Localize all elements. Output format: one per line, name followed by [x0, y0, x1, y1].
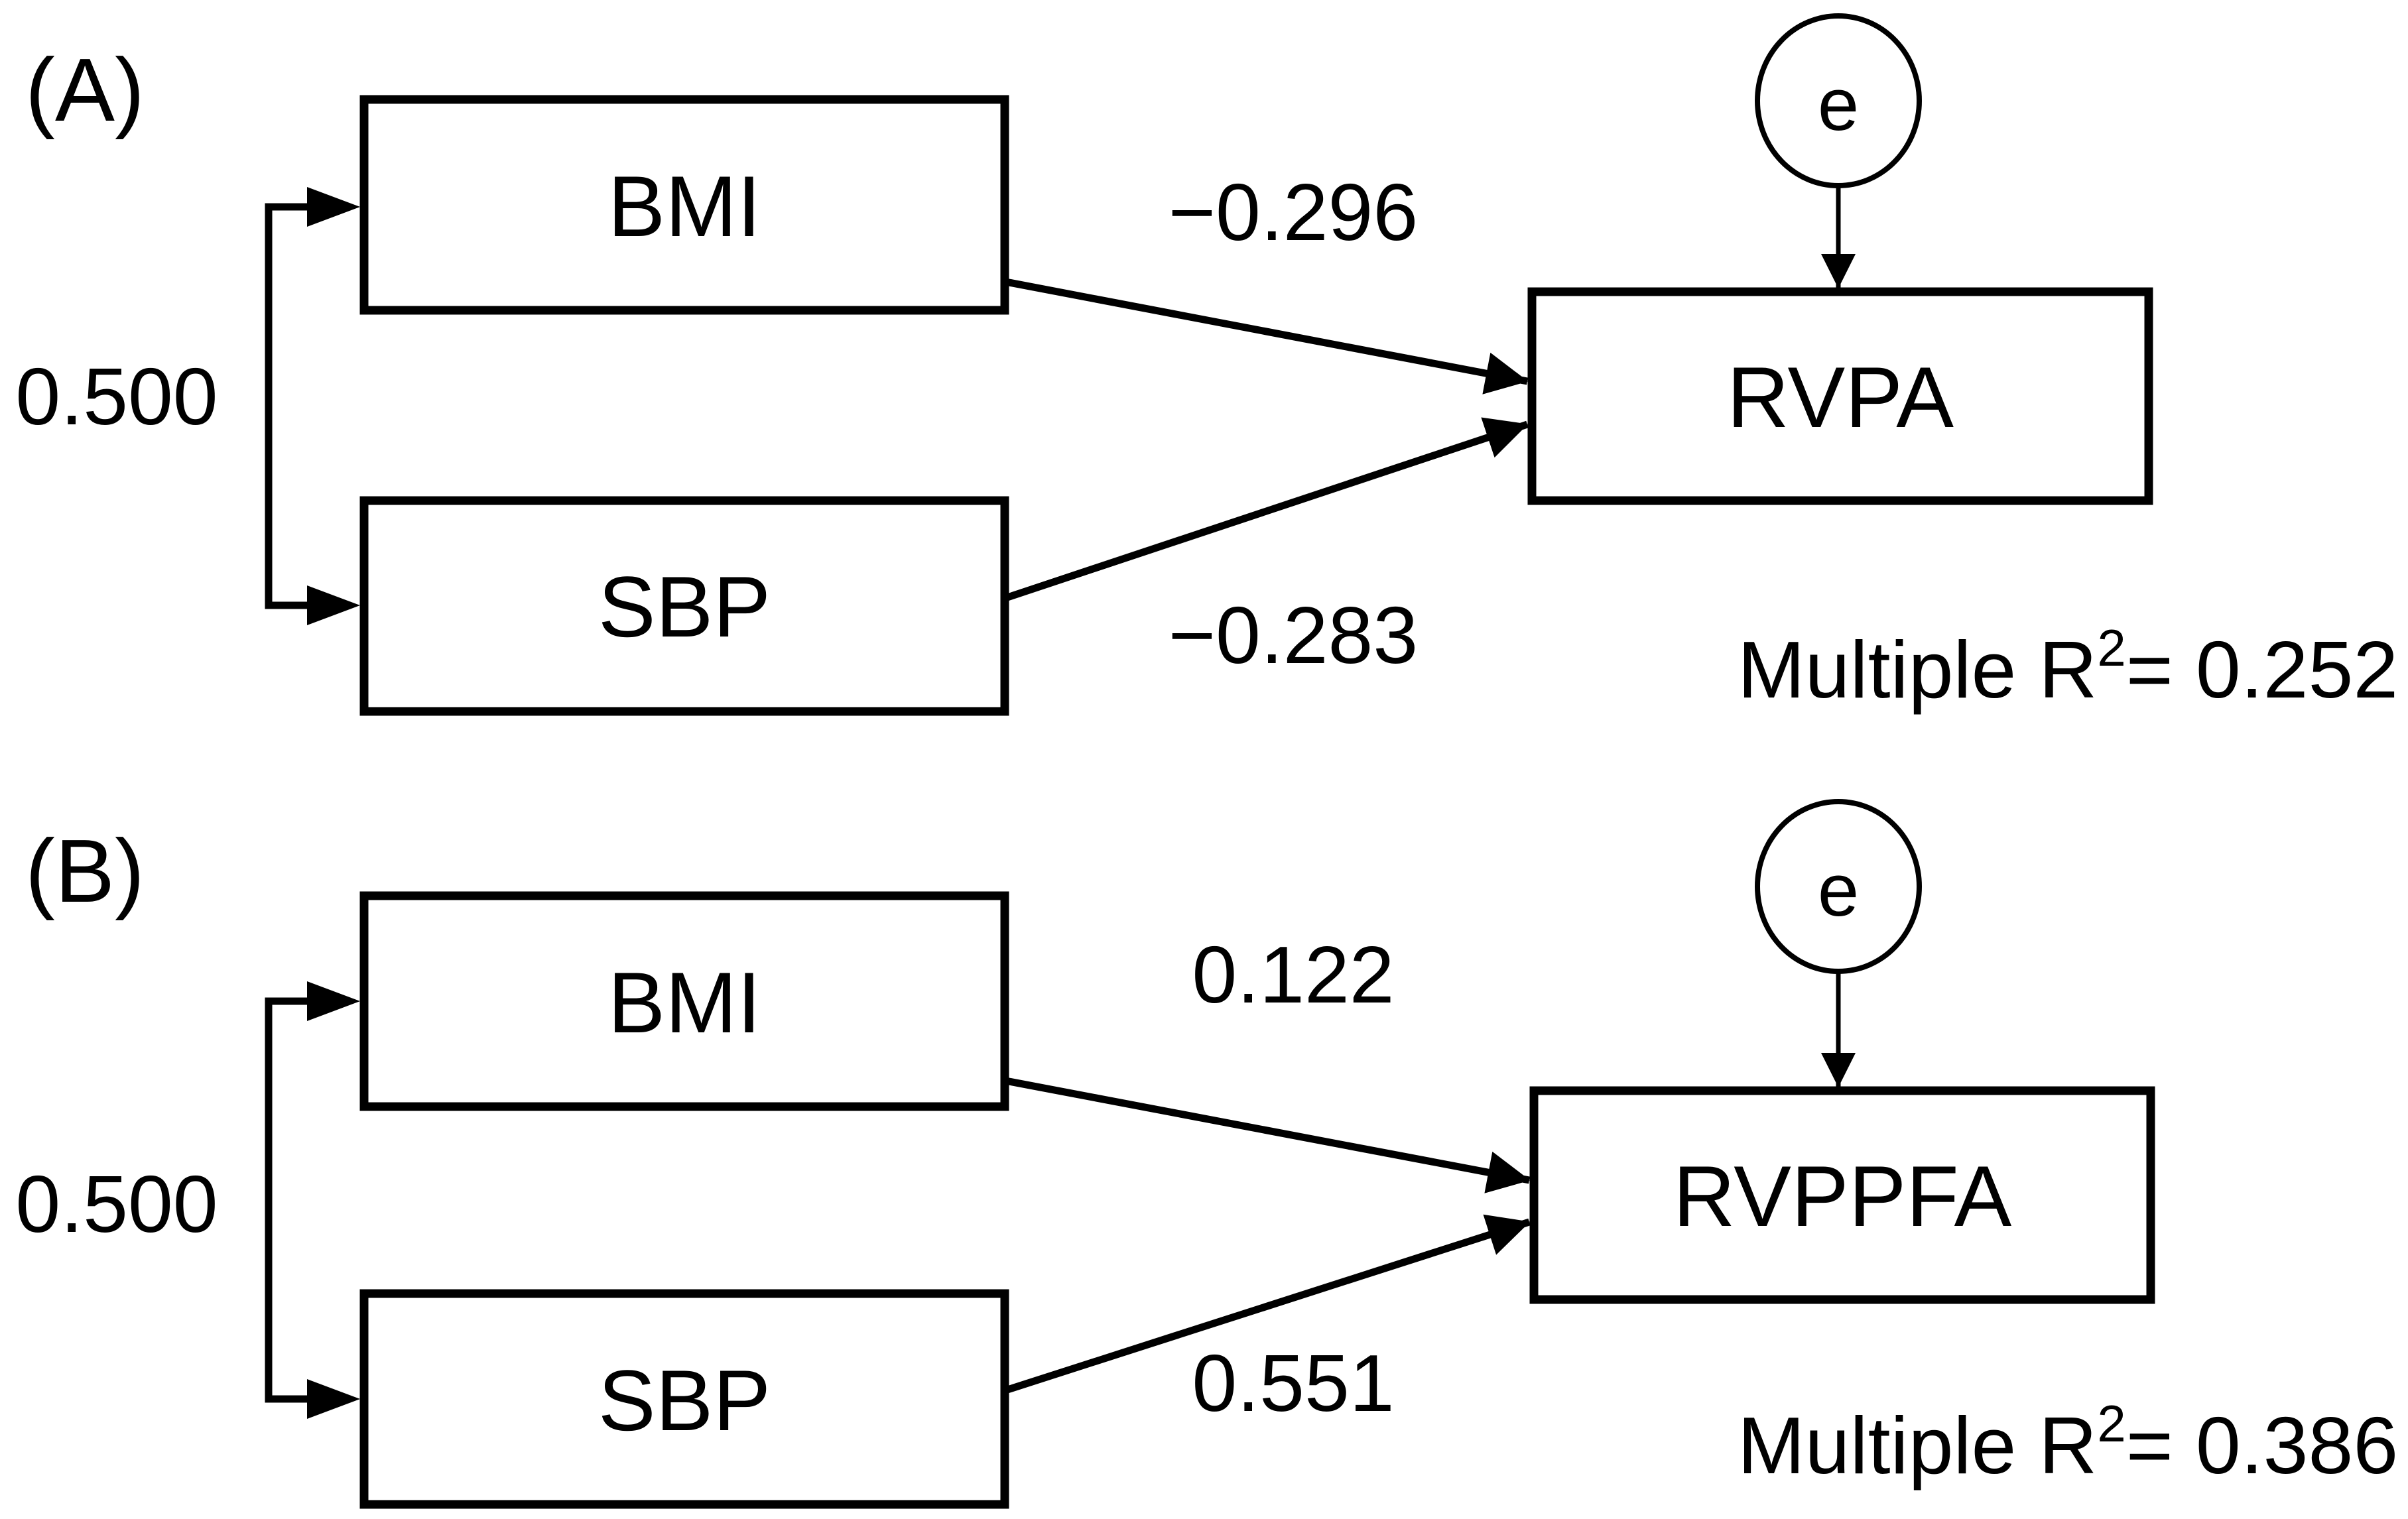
- panel-a-label: (A): [25, 40, 145, 140]
- sbp-label-a: SBP: [598, 558, 771, 655]
- sbp-box-b: [359, 1289, 1009, 1509]
- rvpa-box: [1527, 287, 2153, 505]
- r-squared-sup-b: 2: [2097, 1394, 2125, 1453]
- panel-b-label: (B): [25, 821, 145, 921]
- path-coef-bottom-b: 0.551: [1192, 1338, 1394, 1428]
- bmi-label-a: BMI: [607, 158, 761, 255]
- path-sbp-to-rvppfa: [1004, 1214, 1531, 1394]
- path-coef-bottom-a: −0.283: [1169, 590, 1419, 680]
- path-bmi-to-rvppfa: [1004, 1077, 1531, 1193]
- correlation-arrowhead-top-b: [307, 981, 360, 1021]
- bmi-box-a: [359, 95, 1009, 315]
- sbp-label-b: SBP: [598, 1352, 771, 1449]
- error-label-a: e: [1818, 63, 1859, 146]
- error-label-b: e: [1818, 849, 1859, 932]
- panel-a: (A) 0.500 BMI SBP −0.296 −0.283 RVPA e M…: [15, 13, 2398, 716]
- rvppfa-box: [1529, 1086, 2155, 1304]
- correlation-label-a: 0.500: [15, 351, 218, 442]
- correlation-label-b: 0.500: [15, 1159, 218, 1249]
- panel-b: (B) 0.500 BMI SBP 0.122 0.551 RVPPFA e M…: [15, 799, 2398, 1509]
- r-squared-a: Multiple R2= 0.252: [1738, 619, 2398, 715]
- error-circle-b: [1755, 799, 1922, 974]
- bmi-label-b: BMI: [607, 954, 761, 1051]
- correlation-arrowhead-bottom-a: [307, 585, 360, 625]
- correlation-line-a: [265, 203, 317, 609]
- path-coef-top-a: −0.296: [1169, 167, 1419, 257]
- r-squared-value-b: = 0.386: [2126, 1400, 2398, 1490]
- path-coef-top-b: 0.122: [1192, 930, 1394, 1020]
- r-squared-b: Multiple R2= 0.386: [1738, 1394, 2398, 1490]
- r-squared-prefix-b: Multiple R: [1738, 1400, 2097, 1490]
- r-squared-sup-a: 2: [2097, 619, 2125, 677]
- bmi-box-b: [359, 891, 1009, 1111]
- sbp-box-a: [359, 496, 1009, 716]
- r-squared-value-a: = 0.252: [2126, 625, 2398, 715]
- path-bmi-to-rvpa: [1004, 278, 1529, 395]
- rvppfa-label: RVPPFA: [1673, 1148, 2012, 1245]
- rvpa-label: RVPA: [1727, 349, 1954, 446]
- r-squared-prefix-a: Multiple R: [1738, 625, 2097, 715]
- error-circle-a: [1755, 13, 1922, 188]
- correlation-arrowhead-bottom-b: [307, 1379, 360, 1419]
- correlation-arrowhead-top-a: [307, 187, 360, 227]
- correlation-line-b: [265, 997, 317, 1403]
- path-sbp-to-rvpa: [1004, 417, 1529, 602]
